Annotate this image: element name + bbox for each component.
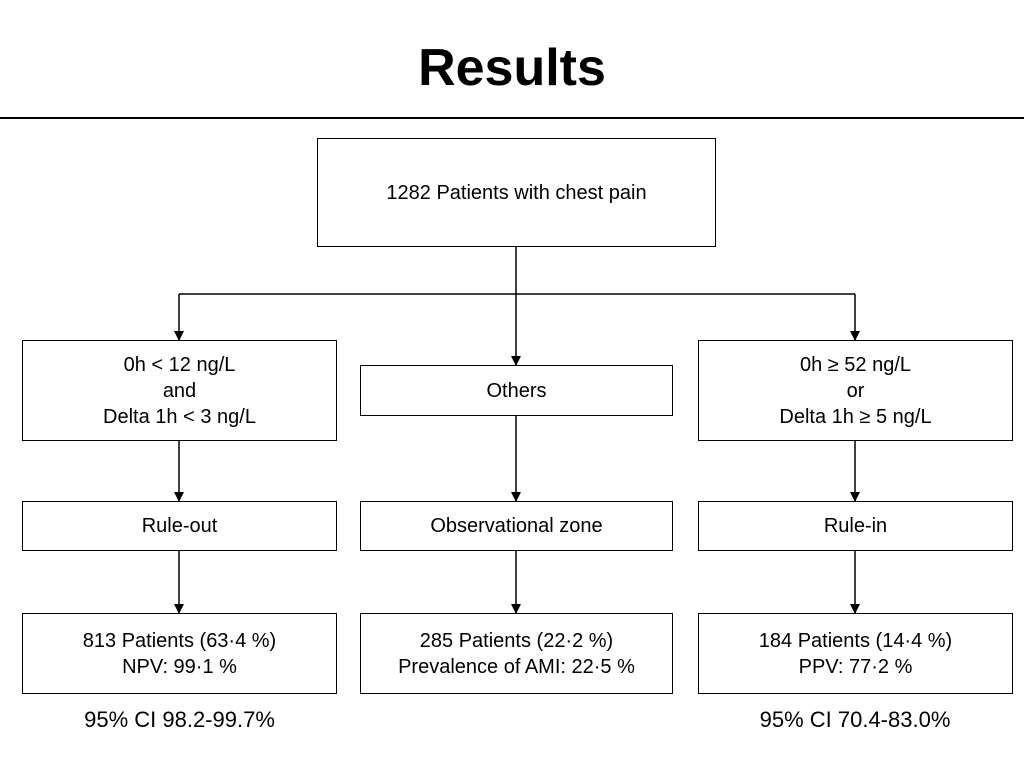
middle-zone-label: Observational zone xyxy=(430,515,603,537)
left-zone-box: Rule-out xyxy=(22,501,337,551)
right-result-line-2: PPV: 77·2 % xyxy=(798,655,913,678)
left-criteria-line-2: and xyxy=(162,379,197,402)
left-result-line-1: 813 Patients (63·4 %) xyxy=(82,629,277,652)
left-ci-text: 95% CI 98.2-99.7% xyxy=(84,707,275,732)
left-result-box: 813 Patients (63·4 %) NPV: 99·1 % xyxy=(22,613,337,694)
right-result-box: 184 Patients (14·4 %) PPV: 77·2 % xyxy=(698,613,1013,694)
right-ci-text: 95% CI 70.4-83.0% xyxy=(759,707,951,732)
middle-zone-box: Observational zone xyxy=(360,501,673,551)
left-result-line-2: NPV: 99·1 % xyxy=(122,655,237,678)
right-zone-box: Rule-in xyxy=(698,501,1013,551)
left-criteria-line-3: Delta 1h < 3 ng/L xyxy=(103,405,256,428)
middle-result-line-1: 285 Patients (22·2 %) xyxy=(419,629,614,652)
right-criteria-line-3: Delta 1h ≥ 5 ng/L xyxy=(779,405,932,428)
right-result-line-1: 184 Patients (14·4 %) xyxy=(758,629,953,652)
middle-criteria-box: Others xyxy=(360,365,673,416)
left-criteria-line-1: 0h < 12 ng/L xyxy=(123,353,236,376)
right-criteria-line-1: 0h ≥ 52 ng/L xyxy=(799,353,912,376)
right-zone-label: Rule-in xyxy=(823,515,888,537)
root-text: 1282 Patients with chest pain xyxy=(386,181,647,204)
root-box: 1282 Patients with chest pain xyxy=(317,138,716,247)
title-divider xyxy=(0,117,1024,119)
middle-result-line-2: Prevalence of AMI: 22·5 % xyxy=(398,655,635,678)
right-criteria-box: 0h ≥ 52 ng/L or Delta 1h ≥ 5 ng/L xyxy=(698,340,1013,441)
middle-criteria-line-1: Others xyxy=(486,379,547,402)
right-criteria-line-2: or xyxy=(846,379,865,402)
left-criteria-box: 0h < 12 ng/L and Delta 1h < 3 ng/L xyxy=(22,340,337,441)
middle-result-box: 285 Patients (22·2 %) Prevalence of AMI:… xyxy=(360,613,673,694)
page-title: Results xyxy=(418,39,606,97)
left-zone-label: Rule-out xyxy=(141,515,218,537)
